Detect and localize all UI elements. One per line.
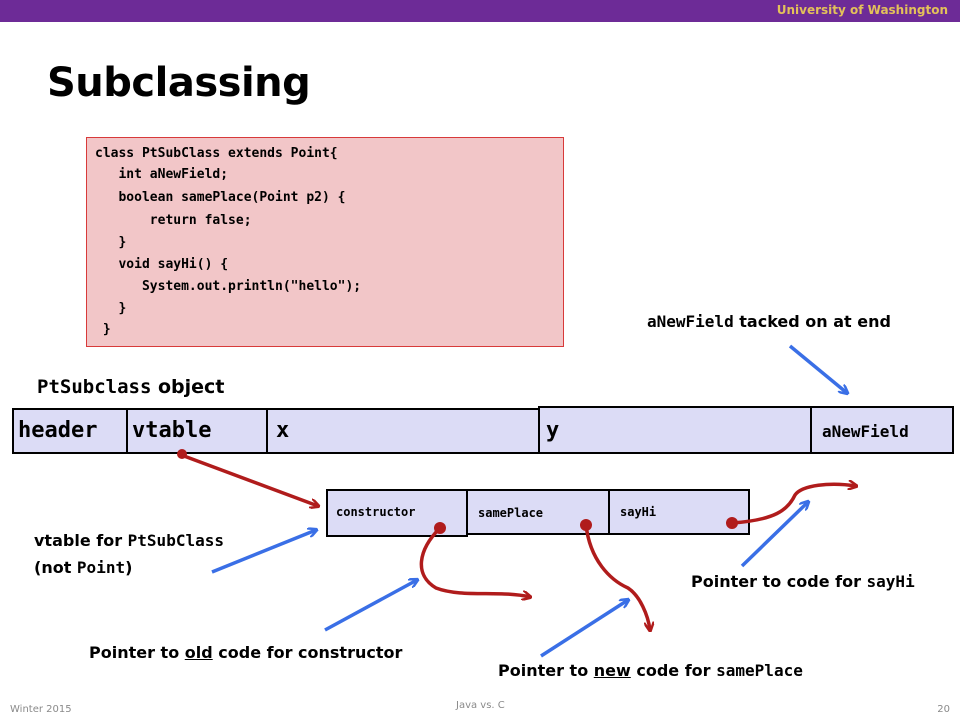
code-line: boolean samePlace(Point p2) { — [95, 190, 346, 205]
field-x — [266, 408, 540, 454]
footer-topic: Java vs. C — [456, 700, 505, 711]
anewfield-note: aNewField tacked on at end — [647, 312, 891, 331]
sayhi-callout-arrow — [740, 502, 808, 568]
vtable-entry-label: samePlace — [478, 506, 544, 520]
code-line: System.out.println("hello"); — [95, 279, 362, 294]
vtable-entry-label: sayHi — [620, 505, 657, 519]
institution-name: University of Washington — [776, 3, 948, 17]
field-y — [538, 406, 812, 454]
sayhi-pointer-arrow — [731, 484, 856, 525]
field-anewfield — [810, 406, 954, 454]
anewfield-callout-arrow — [788, 344, 847, 393]
not-point-label: (not Point) — [34, 558, 133, 577]
old-code-callout-arrow — [324, 580, 417, 632]
code-line: } — [95, 301, 127, 316]
slide-title: Subclassing — [47, 60, 311, 106]
new-code-callout-arrow — [540, 600, 628, 658]
vtable-entry-label: constructor — [336, 505, 416, 519]
field-x-label: x — [276, 418, 290, 443]
footer-term: Winter 2015 — [10, 704, 72, 715]
field-vtable — [126, 408, 268, 454]
new-code-pointer-label: Pointer to new code for samePlace — [498, 661, 803, 680]
code-line: void sayHi() { — [95, 257, 229, 272]
sameplace-pointer-arrow — [584, 524, 650, 630]
sayhi-pointer-label: Pointer to code for sayHi — [691, 572, 915, 591]
page-number: 20 — [937, 704, 950, 715]
header-bar — [0, 0, 960, 22]
code-line: int aNewField; — [95, 167, 229, 182]
vtable-pointer-arrow — [183, 454, 318, 506]
object-label: PtSubclass object — [37, 376, 225, 398]
constructor-pointer-arrow — [419, 526, 530, 597]
vtable-entry-sayhi — [608, 489, 750, 535]
code-line: } — [95, 322, 111, 337]
field-header-label: header — [18, 418, 98, 443]
vtable-for-label: vtable for PtSubClass — [34, 531, 224, 550]
code-line: return false; — [95, 213, 252, 228]
field-vtable-label: vtable — [132, 418, 212, 443]
code-line: } — [95, 235, 127, 250]
vtable-callout-arrow — [211, 530, 316, 574]
code-box: class PtSubClass extends Point{ int aNew… — [86, 137, 564, 347]
old-code-pointer-label: Pointer to old code for constructor — [89, 643, 403, 662]
code-line: class PtSubClass extends Point{ — [95, 146, 338, 161]
field-anewfield-label: aNewField — [822, 422, 909, 441]
field-y-label: y — [546, 418, 560, 443]
